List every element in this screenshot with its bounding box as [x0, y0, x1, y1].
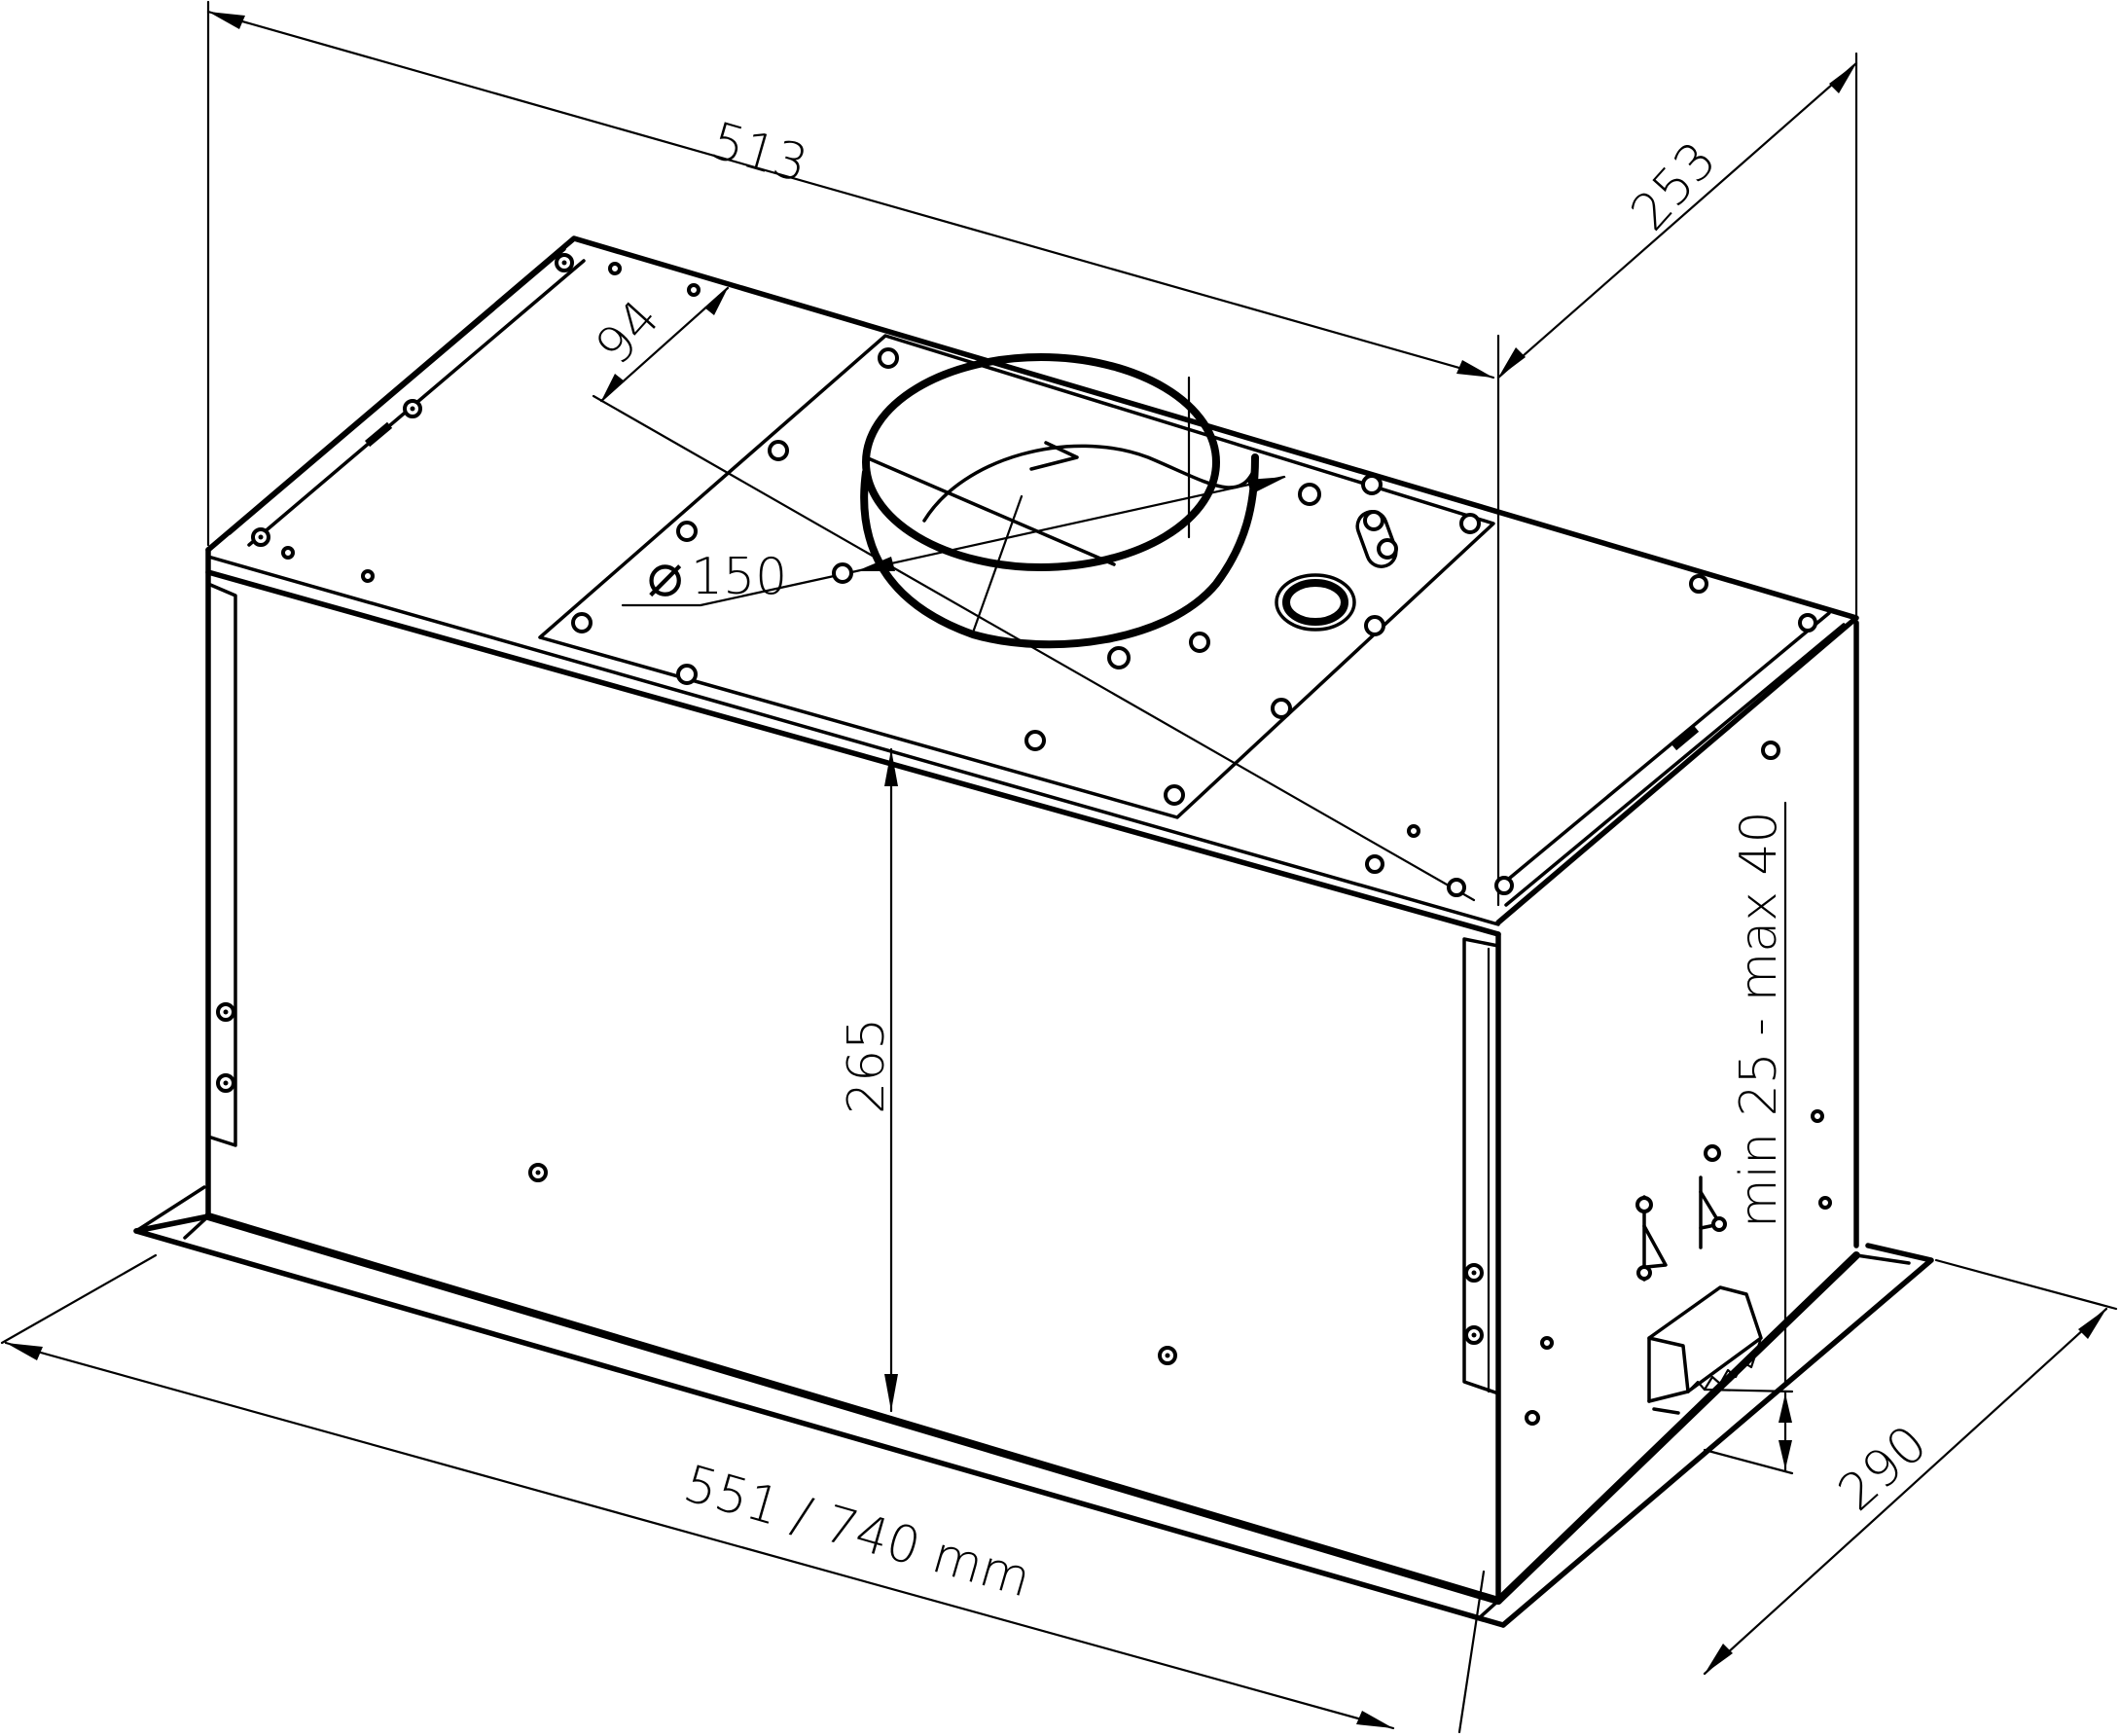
- top-screws: [251, 253, 1832, 1426]
- dim-265-label: 265: [838, 1018, 896, 1114]
- dim-265: 265: [838, 747, 898, 1413]
- dim-94: 94: [585, 286, 730, 403]
- bottom-trim-frame: [133, 1185, 1934, 1628]
- dim-253: 253: [1496, 61, 1858, 380]
- left-rail-label: [365, 421, 393, 448]
- dim-150-symbol: ⌀: [647, 539, 683, 610]
- dim-253-label: 253: [1620, 131, 1728, 242]
- dim-94-label: 94: [585, 289, 671, 376]
- dim-290: 290: [1703, 1307, 2108, 1676]
- dim-150-label: 150: [691, 548, 787, 606]
- right-side-bracket: [1462, 937, 1500, 1395]
- dim-adjust-label: min 25 - max 40: [1730, 811, 1788, 1228]
- plate-features: [1275, 510, 1398, 632]
- exhaust-duct-collar: [860, 353, 1259, 649]
- dim-290-label: 290: [1828, 1415, 1939, 1523]
- right-rail-label: [1671, 725, 1700, 751]
- dim-513-label: 513: [704, 112, 813, 195]
- dim-150: ⌀ 150: [621, 475, 1286, 610]
- dim-513: 513: [206, 10, 1495, 380]
- motor-mounting-plate: [538, 334, 1495, 819]
- dim-min25-max40: min 25 - max 40: [1730, 811, 1792, 1473]
- hood-body: [204, 235, 1860, 1605]
- left-side-bracket: [206, 582, 237, 1147]
- toothed-mounting-clamp: [1635, 1144, 1763, 1415]
